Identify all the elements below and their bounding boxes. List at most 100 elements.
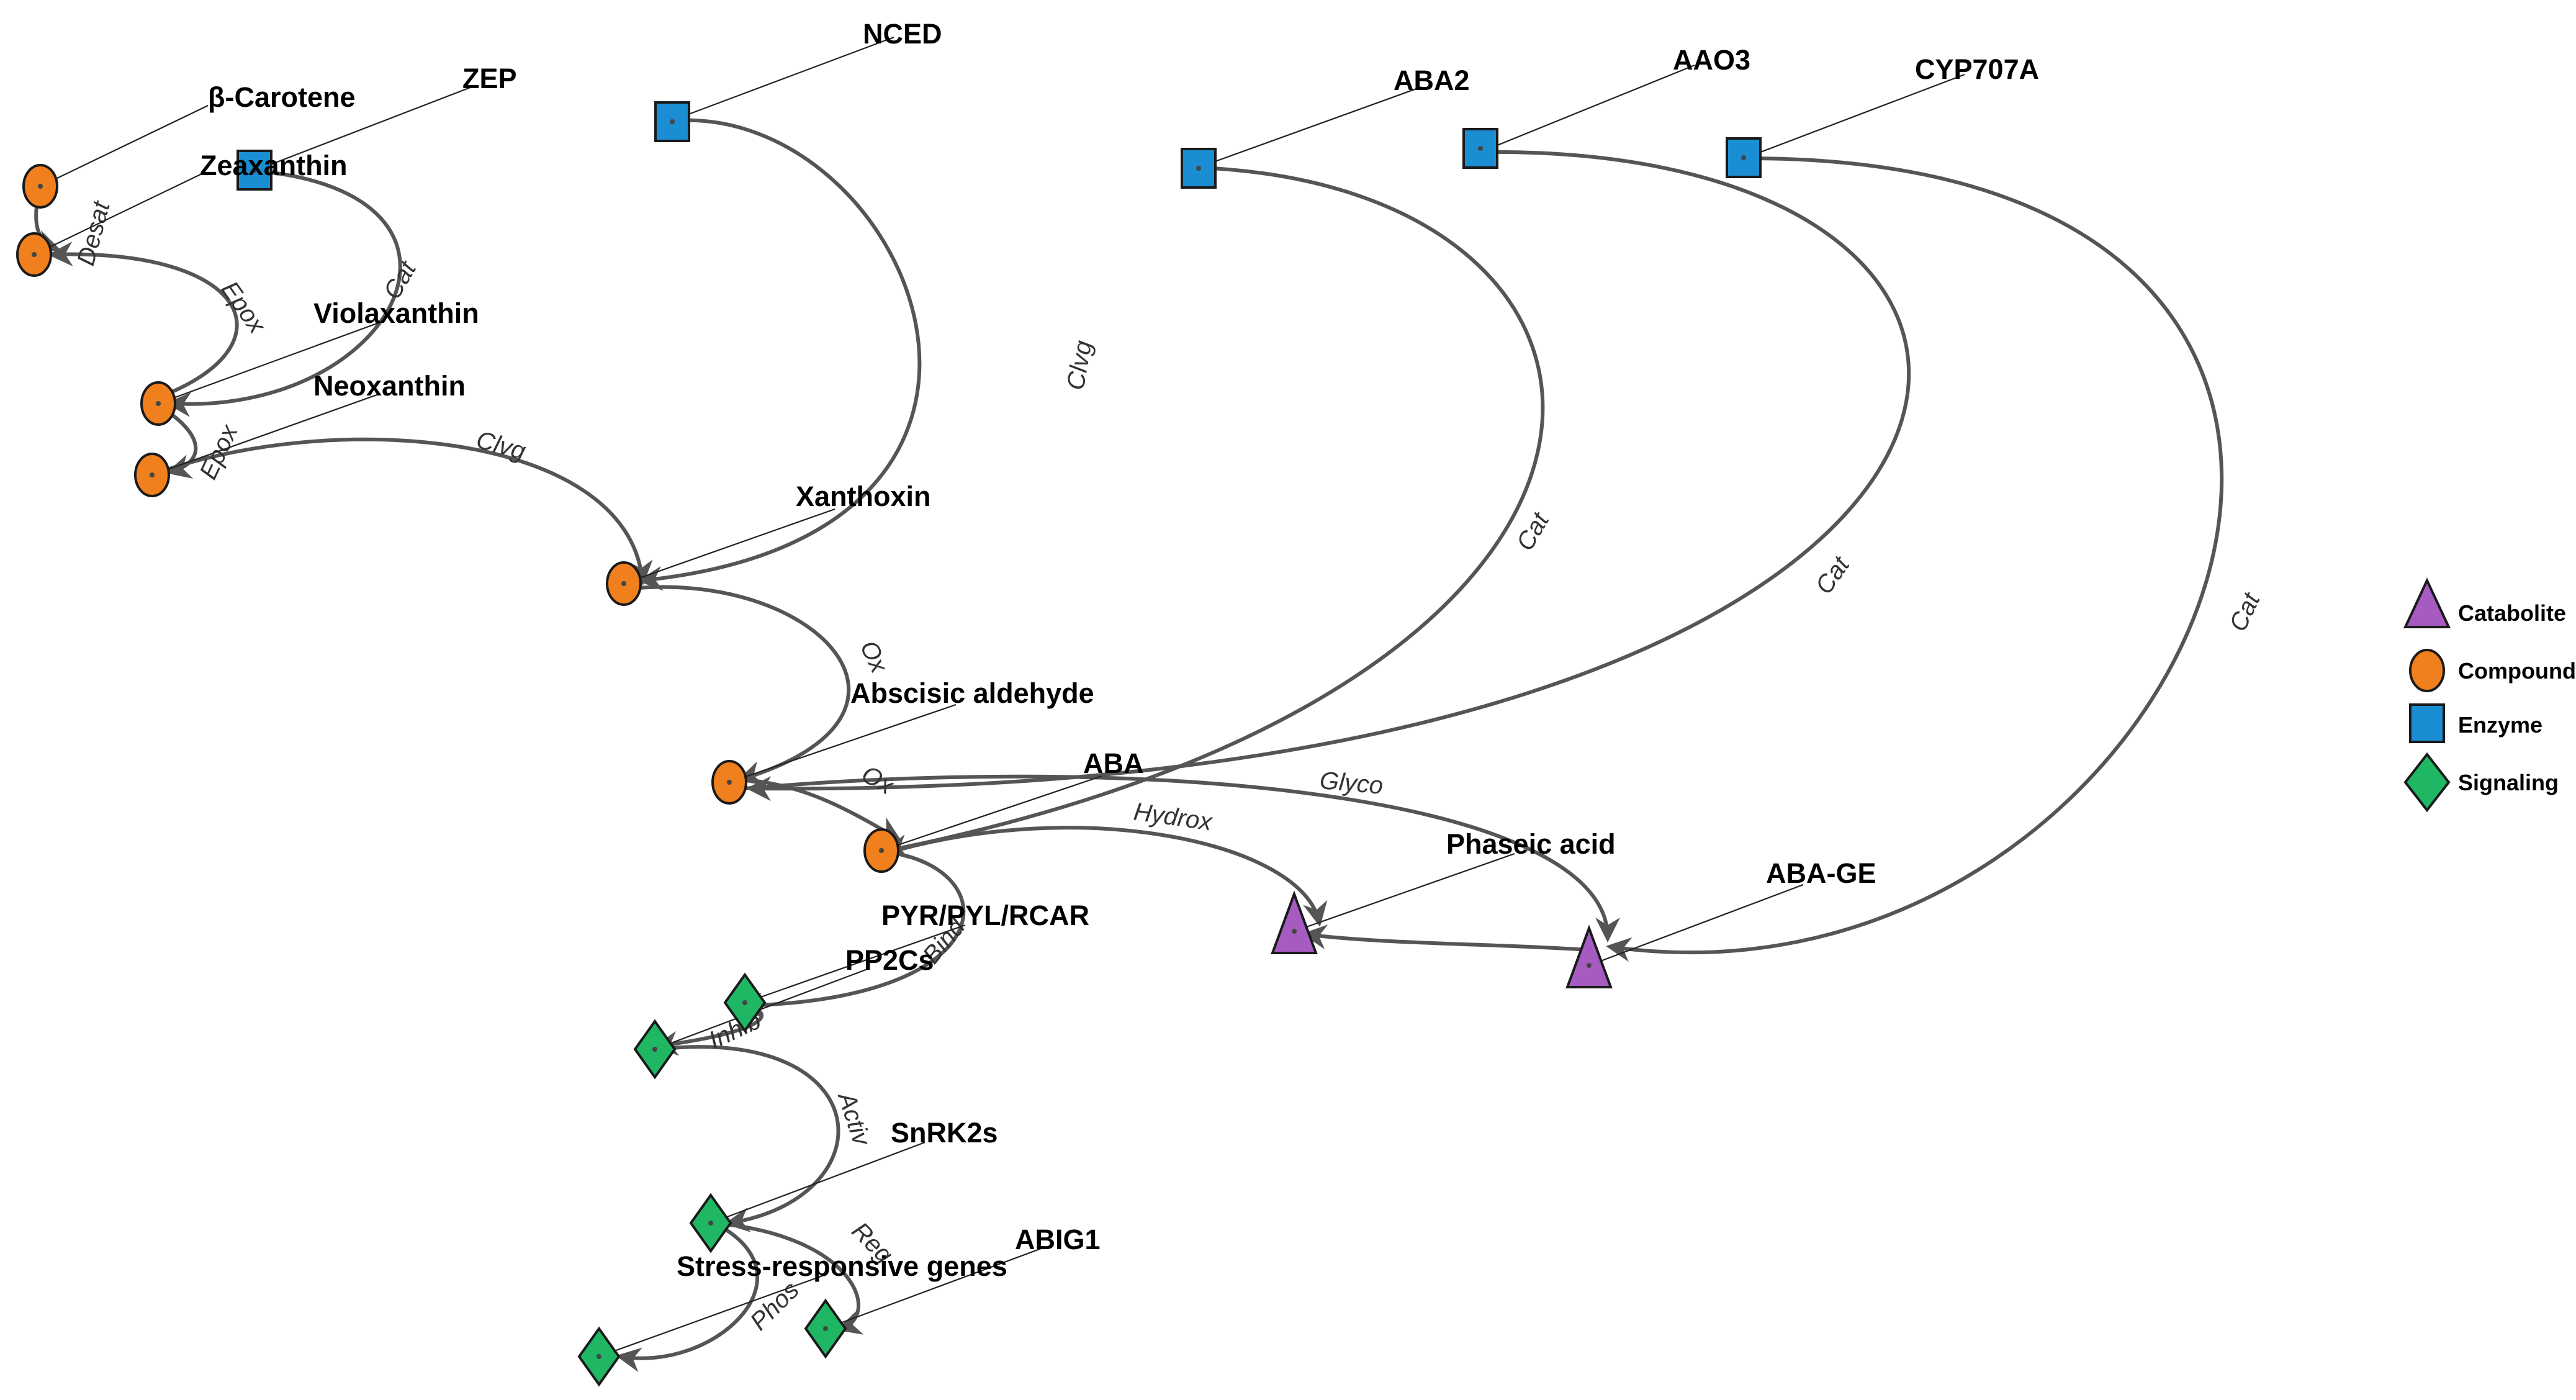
leader-cyp707a xyxy=(1744,73,1965,160)
leader-snrk2s xyxy=(710,1141,925,1224)
legend-enzyme-symbol xyxy=(2409,703,2445,743)
label-neoxanthin: Neoxanthin xyxy=(313,370,466,402)
node-pp2cs[interactable] xyxy=(633,1019,677,1080)
edge-cat-cyp707a xyxy=(1606,156,2224,962)
leader-aba xyxy=(881,775,1102,852)
label-phaseic-acid: Phaseic acid xyxy=(1446,828,1616,860)
edge-clvg-1 xyxy=(151,437,653,585)
node-cyp707a[interactable] xyxy=(1726,137,1762,178)
edge-label-clvg-2: Clvg xyxy=(1062,338,1097,392)
edge-label-cat-cyp707a: Cat xyxy=(2224,588,2266,636)
leader-zep xyxy=(254,86,472,172)
edge-phaseic-abage xyxy=(1302,924,1590,952)
leader-xanthoxin xyxy=(623,508,835,585)
node-nced[interactable] xyxy=(654,101,690,142)
node-neoxanthin[interactable] xyxy=(134,453,170,497)
legend-item-signaling: Signaling xyxy=(2403,752,2559,813)
node-stress-genes[interactable] xyxy=(577,1326,621,1387)
node-aba-ge[interactable] xyxy=(1565,924,1613,988)
node-pyr[interactable] xyxy=(723,972,767,1033)
legend-compound-label: Compound xyxy=(2458,658,2576,684)
label-pp2cs: PP2Cs xyxy=(845,944,934,976)
leader-beta-carotene xyxy=(40,105,209,187)
edge-label-cat-aba2: Cat xyxy=(1511,507,1555,556)
edge-label-glyco: Glyco xyxy=(1318,767,1384,800)
leader-lines-layer xyxy=(34,36,1965,1358)
edge-reg xyxy=(713,1221,864,1335)
edge-label-cat-zep: Cat xyxy=(379,256,422,304)
node-aao3[interactable] xyxy=(1462,128,1498,169)
leader-phaseic-acid xyxy=(1294,852,1515,933)
legend-catabolite-label: Catabolite xyxy=(2458,600,2566,626)
label-beta-carotene: β-Carotene xyxy=(208,81,356,113)
label-snrk2s: SnRK2s xyxy=(891,1117,998,1149)
edge-label-hydrox: Hydrox xyxy=(1132,798,1215,836)
node-beta-carotene[interactable] xyxy=(22,164,58,209)
leader-neoxanthin xyxy=(151,393,379,476)
node-abscisic-aldehyde[interactable] xyxy=(711,760,747,805)
node-xanthoxin[interactable] xyxy=(606,561,642,606)
node-abig1[interactable] xyxy=(804,1298,847,1359)
node-snrk2s[interactable] xyxy=(689,1193,732,1253)
leader-pp2cs xyxy=(654,967,870,1050)
edge-label-cat-aao3: Cat xyxy=(1810,551,1855,599)
node-aba[interactable] xyxy=(863,828,899,873)
edge-label-ox-1: Ox xyxy=(855,636,893,678)
leader-aba2 xyxy=(1197,86,1422,169)
edge-glyco xyxy=(744,774,1620,942)
edge-clvg-2 xyxy=(637,118,922,591)
edge-epox-1 xyxy=(48,242,239,399)
label-abscisic-aldehyde: Abscisic aldehyde xyxy=(850,677,1094,709)
leader-aba-ge xyxy=(1588,883,1804,967)
edge-ox-1 xyxy=(620,585,851,785)
label-aba-ge: ABA-GE xyxy=(1766,857,1876,889)
node-phaseic-acid[interactable] xyxy=(1271,890,1318,954)
label-aao3: AAO3 xyxy=(1673,44,1750,76)
edge-label-epox-1: Epox xyxy=(216,276,271,340)
legend-signaling-label: Signaling xyxy=(2458,770,2559,795)
edge-activ xyxy=(657,1045,840,1232)
leader-pyr xyxy=(744,924,966,1004)
label-xanthoxin: Xanthoxin xyxy=(796,481,931,512)
label-pyr: PYR/PYL/RCAR xyxy=(881,900,1089,931)
legend-item-enzyme: Enzyme xyxy=(2409,703,2542,743)
legend-enzyme-label: Enzyme xyxy=(2458,712,2542,738)
leader-zeaxanthin xyxy=(34,173,202,255)
label-aba2: ABA2 xyxy=(1394,65,1470,96)
edge-cat-aba2 xyxy=(883,166,1545,859)
leader-abscisic-aldehyde xyxy=(729,703,957,784)
edge-label-ox-2: Ox xyxy=(857,761,899,801)
leader-violaxanthin xyxy=(158,322,379,405)
leader-stress-genes xyxy=(598,1275,823,1358)
edge-phos xyxy=(616,1224,760,1372)
label-abig1: ABIG1 xyxy=(1015,1224,1101,1255)
legend-compound-symbol xyxy=(2409,649,2445,692)
legend-catabolite-symbol xyxy=(2403,577,2451,628)
nodes-layer xyxy=(16,101,1762,1387)
label-stress-genes: Stress-responsive genes xyxy=(677,1250,1007,1282)
label-violaxanthin: Violaxanthin xyxy=(313,297,479,329)
node-labels-layer: β-Carotene Zeaxanthin Violaxanthin Neoxa… xyxy=(200,18,2039,1282)
legend: Catabolite Compound Enzyme Signaling xyxy=(2403,577,2576,813)
label-aba: ABA xyxy=(1083,747,1144,779)
edge-label-clvg-1: Clvg xyxy=(474,426,529,465)
label-zeaxanthin: Zeaxanthin xyxy=(200,150,348,181)
leader-nced xyxy=(670,36,894,122)
edges-layer xyxy=(33,118,2224,1372)
legend-item-compound: Compound xyxy=(2409,649,2576,692)
edge-bind xyxy=(737,852,966,1018)
legend-signaling-symbol xyxy=(2403,752,2451,813)
node-violaxanthin[interactable] xyxy=(140,381,176,426)
node-zep[interactable] xyxy=(236,150,272,191)
leader-aao3 xyxy=(1480,64,1695,153)
label-zep: ZEP xyxy=(462,63,517,94)
leader-abig1 xyxy=(825,1247,1043,1330)
edge-hydrox xyxy=(884,826,1328,927)
edge-cat-aao3 xyxy=(746,150,1911,802)
label-cyp707a: CYP707A xyxy=(1915,53,2039,85)
label-nced: NCED xyxy=(863,18,942,50)
node-aba2[interactable] xyxy=(1181,148,1217,189)
node-zeaxanthin[interactable] xyxy=(16,232,52,277)
legend-item-catabolite: Catabolite xyxy=(2403,577,2566,628)
